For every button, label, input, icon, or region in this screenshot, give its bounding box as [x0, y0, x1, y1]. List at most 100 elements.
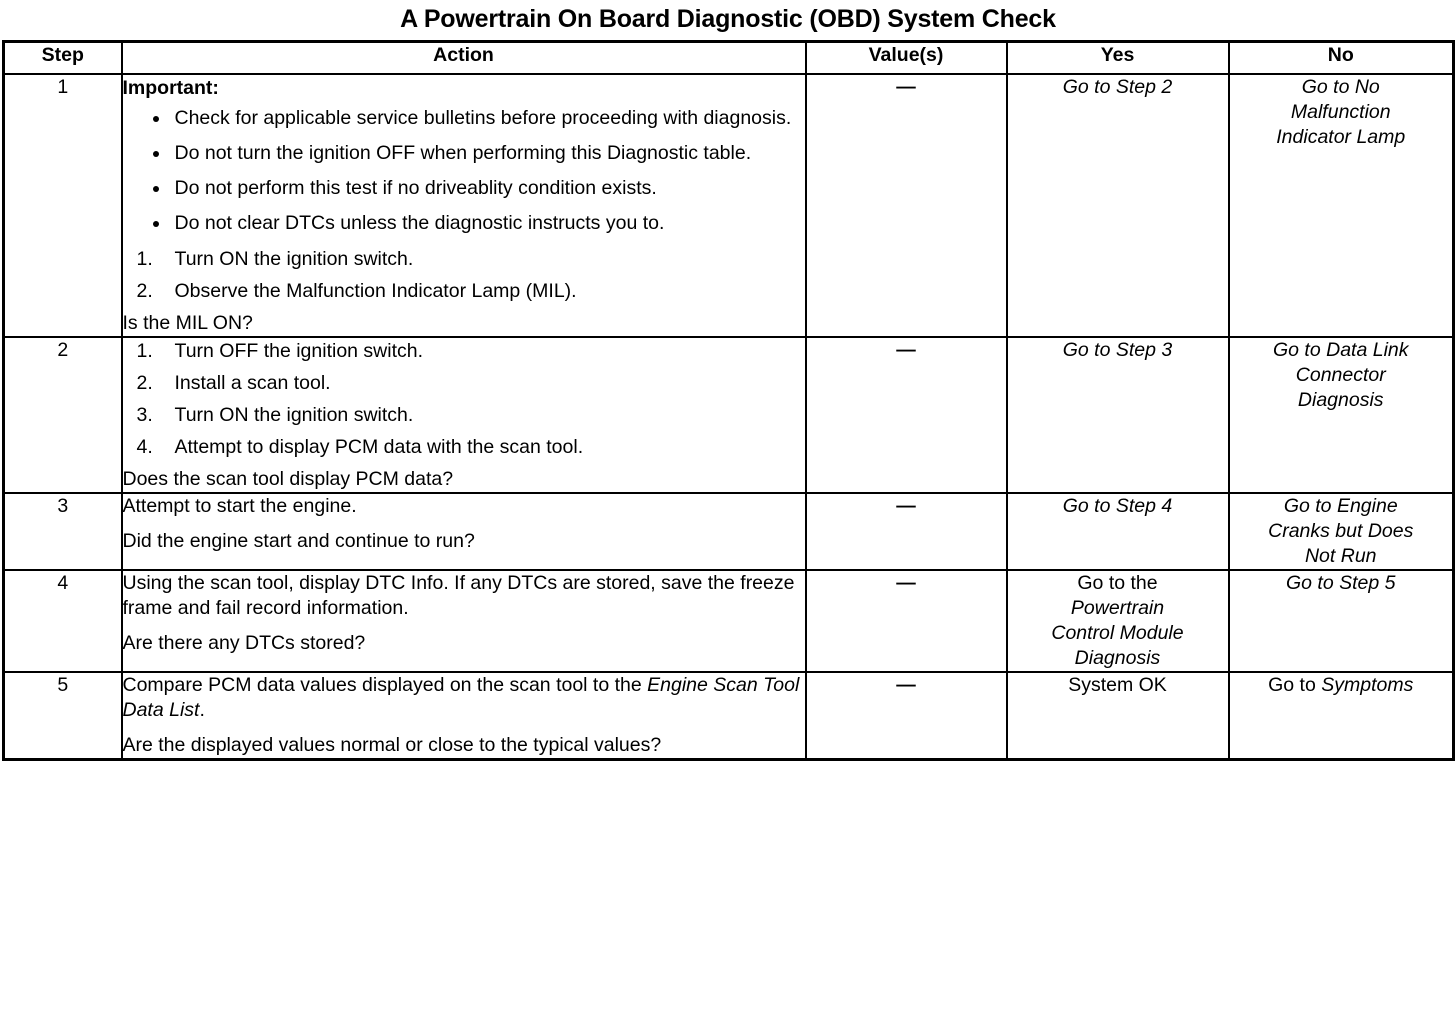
yes-cell-step-1: Go to Step 2 — [1005, 73, 1230, 338]
step-number-2: 2 — [2, 336, 123, 494]
no-action-text: Go to Step 5 — [1286, 572, 1396, 594]
list-number: 2. — [136, 372, 153, 394]
value-cell-step-4: — — [804, 569, 1008, 673]
bullet-dot-icon — [152, 221, 159, 227]
bullet-text: Do not turn the ignition OFF when perfor… — [174, 142, 752, 164]
list-number: 1. — [136, 340, 153, 362]
no-action-line-1: Go to Data Link — [1273, 339, 1409, 361]
column-header-action: Action — [120, 40, 807, 75]
no-action-line-1: Go to No — [1301, 76, 1380, 98]
column-header-no: No — [1227, 40, 1455, 75]
yes-action-line-4: Diagnosis — [1074, 647, 1161, 669]
numbered-list-step-2: 1. Turn OFF the ignition switch. 2. Instal… — [123, 338, 805, 460]
question-text: Does the scan tool display PCM data? — [122, 468, 454, 490]
bullet-text: Do not perform this test if no driveabli… — [174, 177, 657, 199]
list-item: 1. Turn ON the ignition switch. — [123, 246, 805, 272]
list-item: 4. Attempt to display PCM data with the s… — [123, 434, 805, 460]
important-label: Important: — [122, 77, 219, 99]
page-title: A Powertrain On Board Diagnostic (OBD) S… — [400, 5, 1056, 33]
yes-action-text: System OK — [1068, 674, 1167, 696]
column-header-step: Step — [2, 40, 123, 75]
column-header-values: Value(s) — [804, 40, 1008, 75]
action-cell-step-1: Important: Check for applicable service … — [120, 73, 807, 338]
action-cell-step-4: Using the scan tool, display DTC Info. I… — [120, 569, 807, 673]
bullet-dot-icon — [152, 186, 159, 192]
value-cell-step-3: — — [804, 492, 1008, 571]
statement-reference: Engine Scan Tool Data List — [122, 674, 800, 721]
list-text: Install a scan tool. — [174, 372, 331, 394]
table-row-step-3: 3 Attempt to start the engine. Did the e… — [2, 492, 1455, 571]
no-action-line-2: Connector — [1295, 364, 1386, 386]
no-cell-step-1: Go to No Malfunction Indicator Lamp — [1227, 73, 1455, 338]
list-item: Do not perform this test if no driveabli… — [123, 176, 805, 201]
action-cell-step-5: Compare PCM data values displayed on the… — [120, 671, 807, 761]
no-cell-step-2: Go to Data Link Connector Diagnosis — [1227, 336, 1455, 494]
question-text: Did the engine start and continue to run… — [122, 530, 475, 552]
list-item: 1. Turn OFF the ignition switch. — [123, 338, 805, 364]
table-row-step-5: 5 Compare PCM data values displayed on t… — [2, 671, 1455, 761]
obd-system-check-table: Step Action Value(s) Yes No 1 Important:… — [2, 40, 1455, 761]
list-text: Turn ON the ignition switch. — [174, 248, 414, 270]
statement-text: Compare PCM data values displayed on the… — [123, 673, 805, 723]
yes-action-text: Go to Step 3 — [1062, 339, 1173, 361]
value-cell-step-5: — — [804, 671, 1008, 761]
value-cell-step-2: — — [804, 336, 1008, 494]
yes-action-text: Go to Step 2 — [1062, 76, 1173, 98]
list-item: 2. Install a scan tool. — [123, 370, 805, 396]
list-text: Turn OFF the ignition switch. — [174, 340, 424, 362]
list-item: 3. Turn ON the ignition switch. — [123, 402, 805, 428]
numbered-list-step-1: 1.Turn ON the ignition switch. 2.Observe… — [123, 246, 805, 304]
statement-text: Using the scan tool, display DTC Info. I… — [122, 572, 795, 619]
bullet-dot-icon — [152, 116, 159, 122]
table-row-step-1: 1 Important: Check for applicable servic… — [2, 73, 1455, 338]
list-item: Do not turn the ignition OFF when perfor… — [123, 141, 805, 166]
yes-action-line-1: Go to the — [1077, 572, 1158, 594]
bullet-dot-icon — [152, 151, 159, 157]
bullet-text: Check for applicable service bulletins b… — [174, 107, 792, 129]
no-cell-step-4: Go to Step 5 — [1227, 569, 1455, 673]
action-cell-step-2: 1. Turn OFF the ignition switch. 2. Instal… — [120, 336, 807, 494]
yes-action-line-2: Powertrain — [1070, 597, 1165, 619]
value-cell-step-1: — — [804, 73, 1008, 338]
list-text: Turn ON the ignition switch. — [174, 404, 414, 426]
yes-cell-step-2: Go to Step 3 — [1005, 336, 1230, 494]
column-header-yes: Yes — [1005, 40, 1230, 75]
list-text: Attempt to display PCM data with the sca… — [174, 436, 584, 458]
list-number: 4. — [136, 436, 153, 458]
table-body: 1 Important: Check for applicable servic… — [2, 73, 1455, 761]
table-row-step-2: 2 1. Turn OFF the ignition switch. 2. Inst… — [2, 336, 1455, 494]
header-row: Step Action Value(s) Yes No — [2, 40, 1455, 75]
no-cell-step-5: Go to Symptoms — [1227, 671, 1455, 761]
no-action-line-1: Go to Engine — [1283, 495, 1398, 517]
statement-part-2: . — [199, 699, 205, 721]
yes-action-text: Go to Step 4 — [1062, 495, 1173, 517]
step-number-5: 5 — [2, 671, 123, 761]
table-row-step-4: 4 Using the scan tool, display DTC Info.… — [2, 569, 1455, 673]
no-action-line-2: Malfunction — [1290, 101, 1391, 123]
step-number-3: 3 — [2, 492, 123, 571]
no-action-line-3: Indicator Lamp — [1276, 126, 1406, 148]
no-action-line-3: Diagnosis — [1297, 389, 1384, 411]
table-header: Step Action Value(s) Yes No — [2, 40, 1455, 75]
list-number: 3. — [136, 404, 153, 426]
list-number: 2. — [136, 280, 153, 302]
statement-text: Attempt to start the engine. — [122, 495, 357, 517]
yes-cell-step-3: Go to Step 4 — [1005, 492, 1230, 571]
yes-cell-step-4: Go to the Powertrain Control Module Diag… — [1005, 569, 1230, 673]
no-cell-step-3: Go to Engine Cranks but Does Not Run — [1227, 492, 1455, 571]
question-text: Is the MIL ON? — [122, 312, 253, 334]
statement-part-1: Compare PCM data values displayed on the… — [122, 674, 648, 696]
action-cell-step-3: Attempt to start the engine. Did the eng… — [120, 492, 807, 571]
no-action-line-3: Not Run — [1304, 545, 1377, 567]
list-item: Check for applicable service bulletins b… — [123, 106, 805, 131]
question-text: Are there any DTCs stored? — [122, 632, 366, 654]
question-text: Are the displayed values normal or close… — [122, 734, 662, 756]
list-number: 1. — [136, 248, 153, 270]
list-item: Do not clear DTCs unless the diagnostic … — [123, 211, 805, 236]
bullet-text: Do not clear DTCs unless the diagnostic … — [174, 212, 665, 234]
step-number-4: 4 — [2, 569, 123, 673]
no-action-part-1: Go to — [1268, 674, 1322, 696]
step-number-1: 1 — [2, 73, 123, 338]
no-action-reference: Symptoms — [1321, 674, 1414, 696]
